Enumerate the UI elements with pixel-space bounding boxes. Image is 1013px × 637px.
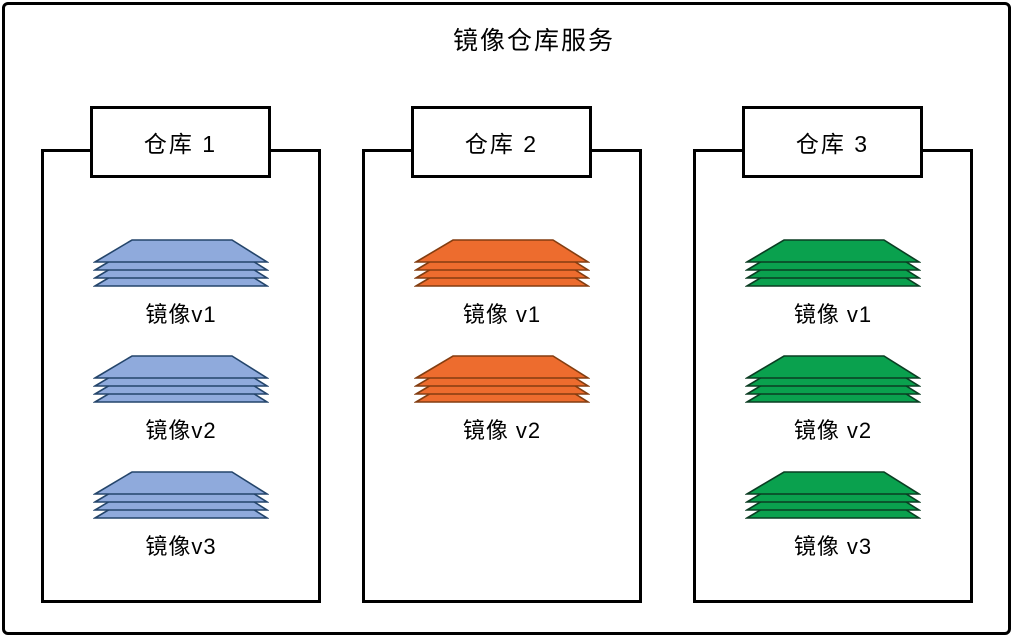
image-label: 镜像 v2 [793,418,873,443]
repository-box-2: 仓库 2 镜像 v1 镜像 v2 [362,106,642,603]
image-layers-icon [745,239,921,287]
repository-label-3: 仓库 3 [742,106,923,178]
repository-label-2: 仓库 2 [411,106,592,178]
image-entry: 镜像 v1 [365,238,639,329]
image-label: 镜像v1 [145,302,217,327]
image-layers-icon [745,471,921,519]
image-entry: 镜像v1 [44,238,318,329]
image-layers-icon [93,355,269,403]
image-label: 镜像v3 [145,534,217,559]
image-label: 镜像 v1 [793,302,873,327]
image-layers-icon [93,471,269,519]
repository-label-1: 仓库 1 [90,106,271,178]
image-entry: 镜像v2 [44,354,318,445]
repository-box-3: 仓库 3 镜像 v1 镜像 v2 [693,106,973,603]
image-layers-icon [745,355,921,403]
image-layers-icon [414,239,590,287]
image-entry: 镜像v3 [44,470,318,561]
image-entry: 镜像 v1 [696,238,970,329]
image-entry: 镜像 v2 [696,354,970,445]
repository-box-1: 仓库 1 镜像v1 镜像v2 [41,106,321,603]
image-label: 镜像 v1 [462,302,542,327]
image-entry: 镜像 v2 [365,354,639,445]
image-entry: 镜像 v3 [696,470,970,561]
image-label: 镜像 v3 [793,534,873,559]
image-layers-icon [414,355,590,403]
image-label: 镜像v2 [145,418,217,443]
image-label: 镜像 v2 [462,418,542,443]
diagram-title: 镜像仓库服务 [452,27,615,55]
image-layers-icon [93,239,269,287]
